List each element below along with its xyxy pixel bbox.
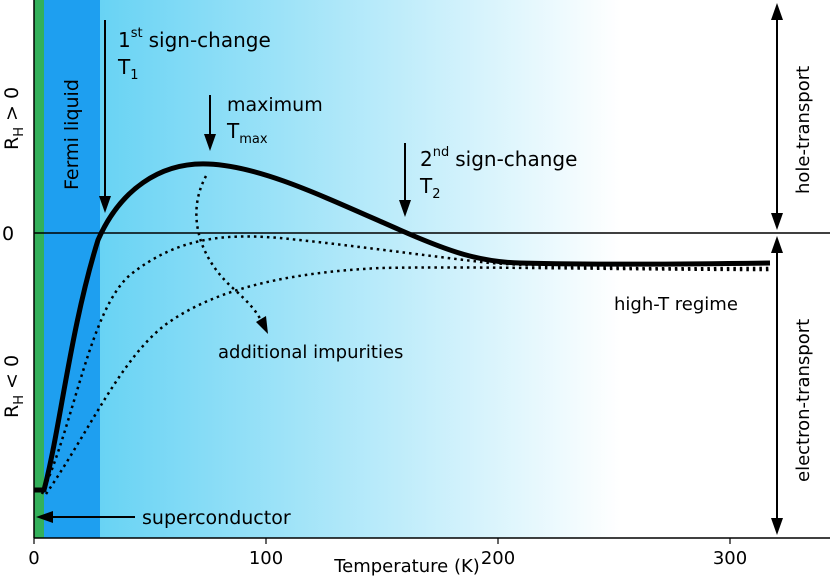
rh-positive-label: RH > 0	[1, 87, 27, 150]
x-tick-label-300: 300	[713, 548, 747, 569]
second-sign-change-number: 2	[420, 147, 433, 171]
second-sign-change-text: sign-change	[455, 147, 577, 171]
x-tick-label-100: 100	[249, 548, 283, 569]
temperature-gradient-region	[100, 0, 620, 538]
additional-impurities-label: additional impurities	[218, 342, 403, 363]
electron-transport-label: electron-transport	[793, 319, 814, 482]
hole-transport-arrowhead-top	[771, 3, 783, 20]
hole-transport-label: hole-transport	[793, 66, 814, 194]
rh-negative-symbol: R	[1, 405, 23, 418]
x-axis-label: Temperature (K)	[333, 556, 480, 577]
first-sign-change-label: 1st sign-change	[118, 26, 271, 52]
first-sign-change-sup: st	[131, 26, 143, 41]
t1-symbol: T	[117, 55, 131, 79]
rh-negative-relation: < 0	[1, 355, 23, 395]
rh-negative-label: RH < 0	[1, 355, 27, 418]
tmax-subscript: max	[239, 132, 268, 147]
maximum-label: maximum	[227, 94, 323, 116]
fermi-liquid-label: Fermi liquid	[61, 79, 83, 190]
second-sign-change-arrowhead	[399, 200, 411, 217]
x-tick-label-0: 0	[28, 548, 39, 569]
maximum-arrowhead	[204, 134, 216, 151]
superconductor-arrowhead	[36, 511, 53, 523]
impurity-shift-arrow	[195, 175, 265, 326]
zero-tick-label: 0	[2, 223, 14, 245]
rh-positive-subscript: H	[12, 127, 27, 137]
impurity-curve-lower	[44, 266, 771, 495]
superconductor-label: superconductor	[142, 507, 291, 529]
electron-transport-arrowhead-bottom	[771, 518, 783, 535]
high-t-regime-label: high-T regime	[614, 294, 738, 315]
second-sign-change-sup: nd	[433, 145, 450, 160]
tmax-symbol: T	[226, 119, 240, 143]
first-sign-change-arrowhead	[99, 196, 111, 213]
tmax-label: Tmax	[226, 119, 268, 147]
t2-label: T2	[419, 174, 441, 202]
t1-subscript: 1	[130, 68, 138, 83]
second-sign-change-label: 2nd sign-change	[420, 145, 577, 171]
hall-coefficient-curve	[34, 161, 771, 493]
rh-positive-relation: > 0	[1, 87, 23, 127]
rh-positive-symbol: R	[1, 137, 23, 150]
x-tick-label-200: 200	[481, 548, 515, 569]
t2-subscript: 2	[432, 187, 440, 202]
impurity-arrowhead	[256, 316, 268, 334]
superconductor-region	[34, 0, 44, 538]
t1-label: T1	[117, 55, 139, 83]
rh-negative-subscript: H	[12, 395, 27, 405]
hole-transport-arrowhead-bottom	[771, 213, 783, 230]
t2-symbol: T	[419, 174, 433, 198]
first-sign-change-text: sign-change	[149, 28, 271, 52]
electron-transport-arrowhead-top	[771, 236, 783, 253]
first-sign-change-number: 1	[118, 28, 131, 52]
